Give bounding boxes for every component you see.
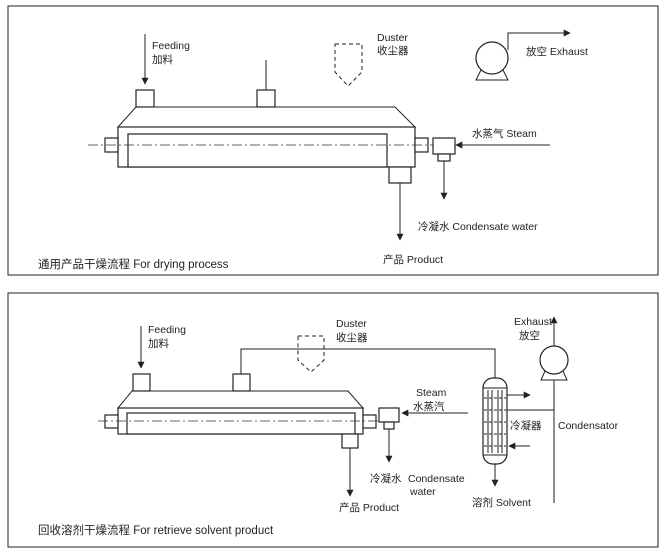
condenser-label-cn: 冷凝器: [510, 419, 542, 432]
condensate-label-cn: 冷凝水: [370, 472, 402, 485]
feeding-label-cn: 加料: [148, 337, 169, 350]
exhaust-fan-icon: [539, 345, 569, 381]
panel-drying-process: Feeding 加料 Duster 收尘器 放空 Exhaust 水蒸气 Ste…: [7, 5, 659, 276]
feed-nozzle: [135, 89, 155, 108]
panel-solvent-process: Feeding 加料 Duster 收尘器 Steam 水蒸汽 冷凝水 Cond…: [7, 292, 659, 548]
caption-bottom: 回收溶剂干燥流程 For retrieve solvent product: [38, 523, 274, 537]
product-outlet: [341, 433, 359, 449]
steam-label-cn: 水蒸汽: [413, 400, 445, 413]
duster-label-en: Duster: [336, 318, 367, 330]
caption-top: 通用产品干燥流程 For drying process: [38, 257, 229, 271]
exhaust-label: 放空 Exhaust: [526, 45, 588, 58]
duster-label-cn: 收尘器: [336, 331, 368, 344]
condensate-label-en2: water: [409, 486, 436, 498]
vapour-pipe: [240, 348, 496, 378]
duster-icon: [297, 335, 325, 373]
vent-nozzle: [256, 89, 276, 108]
dryer-unit: [98, 373, 386, 449]
panel-frame: [7, 5, 659, 276]
steam-trap-icon: [432, 137, 456, 162]
exhaust-fan-icon: [475, 41, 509, 81]
vent-nozzle: [232, 373, 251, 392]
dryer-roof: [116, 390, 365, 409]
exhaust-label-cn: 放空: [519, 329, 540, 342]
steam-trap-icon: [378, 407, 400, 430]
steam-label-en: Steam: [416, 387, 447, 399]
feeding-label-cn: 加料: [152, 53, 173, 66]
dryer-unit: [88, 60, 440, 184]
product-outlet: [388, 166, 412, 184]
dryer-roof: [116, 106, 417, 128]
exhaust-label-en: Exhaust: [514, 316, 552, 328]
duster-icon: [334, 43, 363, 87]
shaft-right: [362, 414, 377, 429]
condensator-label: Condensator: [558, 420, 619, 432]
feeding-label-en: Feeding: [152, 40, 190, 52]
feed-nozzle: [132, 373, 151, 392]
panel-frame: [7, 292, 659, 548]
dryer-drum: [127, 133, 388, 168]
condenser-icon: [482, 377, 508, 465]
duster-label-en: Duster: [377, 32, 408, 44]
product-label: 产品 Product: [339, 501, 399, 514]
feeding-label-en: Feeding: [148, 324, 186, 336]
duster-label-cn: 收尘器: [377, 44, 409, 57]
shaft-left: [104, 414, 119, 429]
condensate-label-en1: Condensate: [408, 473, 465, 485]
exhaust-arrow: [507, 29, 571, 50]
solvent-label: 溶剂 Solvent: [472, 496, 531, 509]
product-label: 产品 Product: [383, 253, 443, 266]
dryer-drum: [126, 412, 356, 435]
steam-label: 水蒸气 Steam: [472, 127, 537, 140]
condensate-label: 冷凝水 Condensate water: [418, 220, 538, 233]
